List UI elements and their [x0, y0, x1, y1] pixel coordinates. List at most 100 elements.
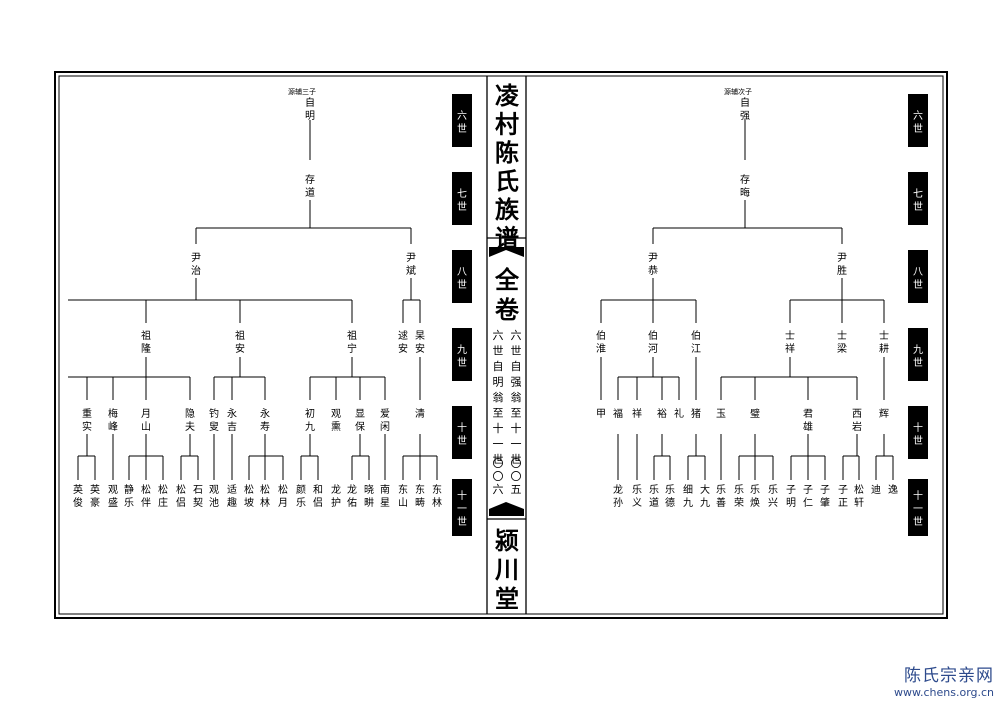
generation-label: 九世	[913, 344, 923, 369]
person-name-text: 重实	[82, 407, 92, 433]
person-name-text: 细九	[683, 483, 693, 509]
left-tree-labels: 源辅三子 自明 存道 尹治 尹斌 祖隆 祖安 祖宁 逑安 杲安 重实 梅峰 月山…	[73, 87, 442, 509]
generation-label: 十世	[913, 421, 923, 447]
right-tree-labels: 源辅次子 自强 存晦 尹恭 尹胜 伯淮 伯河 伯江 士祥 士梁 士耕 甲 福 祥…	[596, 87, 898, 509]
person-name-text: 龙护	[331, 483, 341, 509]
site-watermark: 陈氏宗亲网 www.chens.org.cn	[894, 661, 994, 699]
generation-tag	[908, 94, 928, 147]
person-name: 子正	[838, 484, 848, 509]
person-name-text: 子肇	[820, 484, 830, 509]
person-name-text: 士梁	[837, 329, 847, 355]
person-name-text: 祖安	[235, 329, 245, 355]
branch-note: 源辅三子	[288, 87, 316, 96]
generation-label-text: 十一世	[913, 489, 923, 528]
spine-note-right-text: 六世自强翁至十一世	[511, 329, 522, 466]
person-name-text: 迪	[871, 484, 881, 496]
person-name: 观熏	[331, 408, 341, 433]
person-name-text: 月山	[141, 408, 151, 433]
person-name: 士祥	[785, 329, 795, 355]
spine-note-right-page: 〇〇五	[511, 457, 522, 496]
person-name: 子明	[786, 484, 796, 509]
person-name: 静乐	[124, 483, 134, 509]
generation-tag	[452, 94, 472, 147]
person-name-text: 乐兴	[768, 484, 778, 509]
generation-label: 十世	[457, 421, 467, 447]
person-name: 龙佑	[347, 483, 357, 509]
person-name: 西岩	[852, 409, 862, 433]
person-name-text: 东畴	[415, 483, 425, 509]
person-name-text: 松轩	[854, 483, 864, 509]
person-name: 松伴	[141, 483, 151, 509]
generation-label-text: 十世	[913, 421, 923, 447]
person-name: 月山	[141, 408, 151, 433]
person-name: 重实	[82, 407, 92, 433]
person-name-text: 观熏	[331, 408, 341, 433]
person-name-text: 杲安	[415, 330, 425, 355]
generation-label-text: 七世	[913, 188, 923, 213]
person-name: 永吉	[227, 407, 237, 433]
person-name: 乐善	[716, 484, 726, 509]
generation-label-text: 十世	[457, 421, 467, 447]
person-name: 隐夫	[185, 408, 195, 433]
generation-tag	[452, 328, 472, 381]
person-name-text: 存晦	[740, 173, 750, 199]
person-name: 梅峰	[108, 407, 118, 433]
person-name-text: 初九	[305, 407, 315, 433]
person-name: 士耕	[879, 329, 889, 355]
person-name-text: 龙孙	[613, 483, 623, 509]
generation-tag	[452, 479, 472, 536]
fish-tail-top	[489, 247, 524, 257]
spine-hall: 颍川堂	[495, 527, 519, 613]
person-name-text: 福	[613, 407, 623, 420]
person-name-text: 永寿	[260, 407, 270, 433]
person-name: 乐焕	[750, 484, 760, 509]
person-name: 大九	[700, 483, 710, 509]
person-name: 东林	[432, 483, 442, 509]
person-name-text: 祖宁	[347, 329, 357, 355]
person-name: 逑安	[398, 330, 408, 355]
person-name-text: 大九	[700, 483, 710, 509]
generation-label-text: 八世	[457, 267, 467, 291]
person-name: 杲安	[415, 330, 425, 355]
person-name: 伯河	[648, 329, 658, 355]
person-name-text: 西岩	[852, 409, 862, 433]
person-name-text: 祥	[632, 407, 642, 420]
person-name: 松月	[278, 483, 288, 509]
person-name: 乐兴	[768, 484, 778, 509]
generation-tag	[908, 406, 928, 459]
person-name-text: 逑安	[398, 330, 408, 355]
person-name-text: 尹恭	[648, 252, 658, 277]
person-name-text: 甲	[596, 409, 606, 420]
generation-label: 九世	[457, 344, 467, 369]
person-name-text: 尹治	[191, 252, 201, 277]
person-name-text: 钓叟	[209, 407, 219, 433]
person-name: 乐德	[665, 484, 675, 509]
person-name: 君雄	[803, 408, 813, 433]
person-name-text: 乐道	[649, 484, 659, 509]
person-name: 伯江	[691, 329, 701, 355]
person-name: 适趣	[227, 484, 237, 509]
person-name: 尹恭	[648, 252, 658, 277]
person-name-text: 子明	[786, 484, 796, 509]
person-name: 辉	[879, 408, 889, 420]
person-name-text: 松侣	[176, 483, 186, 509]
generation-column-right: 六世 七世 八世 九世 十世 十一世	[908, 94, 928, 536]
person-name: 猪	[691, 408, 701, 420]
left-tree	[68, 120, 438, 480]
person-name: 钓叟	[209, 407, 219, 433]
generation-tag	[452, 406, 472, 459]
person-name-text: 观盛	[108, 484, 118, 509]
spine-note-left-text: 六世自明翁至十一世	[493, 329, 504, 466]
person-name-text: 尹胜	[837, 252, 847, 277]
person-name: 晓畊	[364, 484, 374, 509]
person-name-text: 乐德	[665, 484, 675, 509]
person-name: 石契	[193, 485, 203, 509]
person-name: 璧	[750, 407, 760, 420]
person-name-text: 静乐	[124, 483, 134, 509]
spine-note-left-page: 〇〇六	[493, 457, 504, 496]
person-name: 松林	[260, 483, 270, 509]
person-name-text: 英豪	[90, 483, 100, 509]
generation-label-text: 九世	[457, 344, 467, 369]
person-name-text: 东林	[432, 483, 442, 509]
